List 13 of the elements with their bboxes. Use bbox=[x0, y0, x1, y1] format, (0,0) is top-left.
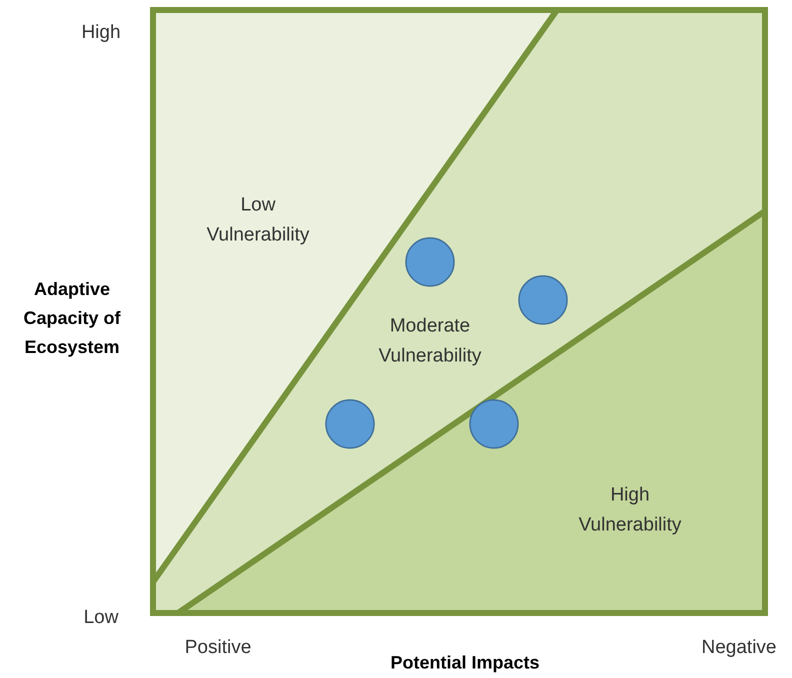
data-point-marker bbox=[325, 399, 375, 449]
axis-tick-label: Positive bbox=[184, 636, 252, 660]
zone-label: High Vulnerability bbox=[565, 480, 695, 542]
data-point-marker bbox=[405, 237, 455, 287]
zone-label: Low Vulnerability bbox=[203, 190, 313, 252]
data-point-marker bbox=[469, 399, 519, 449]
axis-tick-label: Low bbox=[84, 606, 118, 630]
axis-title: Adaptive Capacity of Ecosystem bbox=[22, 278, 122, 359]
data-point-marker bbox=[518, 275, 568, 325]
zone-label: Moderate Vulnerability bbox=[360, 312, 500, 372]
axis-tick-label: High bbox=[81, 20, 121, 45]
axis-title: Potential Impacts bbox=[390, 652, 540, 675]
axis-tick-label: Negative bbox=[702, 636, 776, 660]
